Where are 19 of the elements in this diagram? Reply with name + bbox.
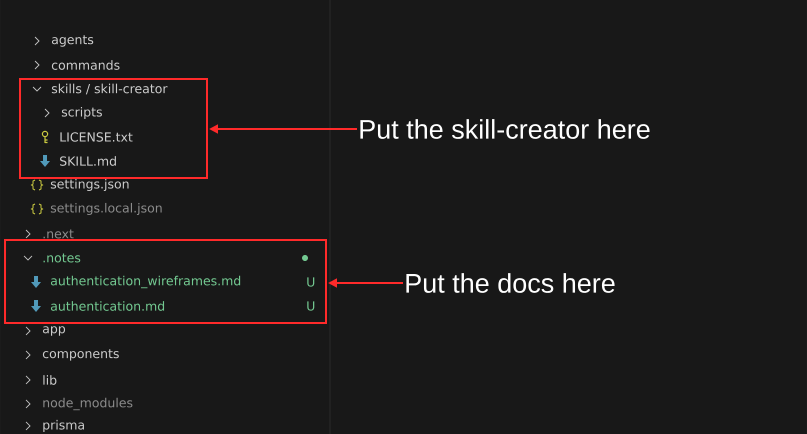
folder-name: components — [42, 349, 119, 361]
file-name: authentication_wireframes.md — [50, 276, 240, 288]
file-name: settings.local.json — [50, 202, 162, 216]
folder-name: agents — [52, 35, 94, 47]
folder-name: scripts — [62, 106, 102, 120]
highlight-box — [4, 239, 327, 324]
folder-name: node_modules — [43, 398, 132, 410]
git-status-letter: U — [307, 301, 314, 311]
folder-name: .notes — [44, 254, 80, 262]
file-name: authentication.md — [50, 301, 164, 311]
callout-text: Put the docs here — [406, 273, 615, 293]
file-name: LICENSE.txt — [60, 132, 133, 142]
folder-name: prisma — [43, 420, 84, 432]
folder-name: skills / skill-creator — [52, 84, 168, 94]
highlight-box — [19, 78, 208, 179]
callout-text: Put the skill-creator here — [360, 119, 650, 139]
git-status-letter: U — [307, 277, 314, 287]
file-name: SKILL.md — [60, 156, 116, 166]
folder-name: lib — [43, 375, 56, 385]
